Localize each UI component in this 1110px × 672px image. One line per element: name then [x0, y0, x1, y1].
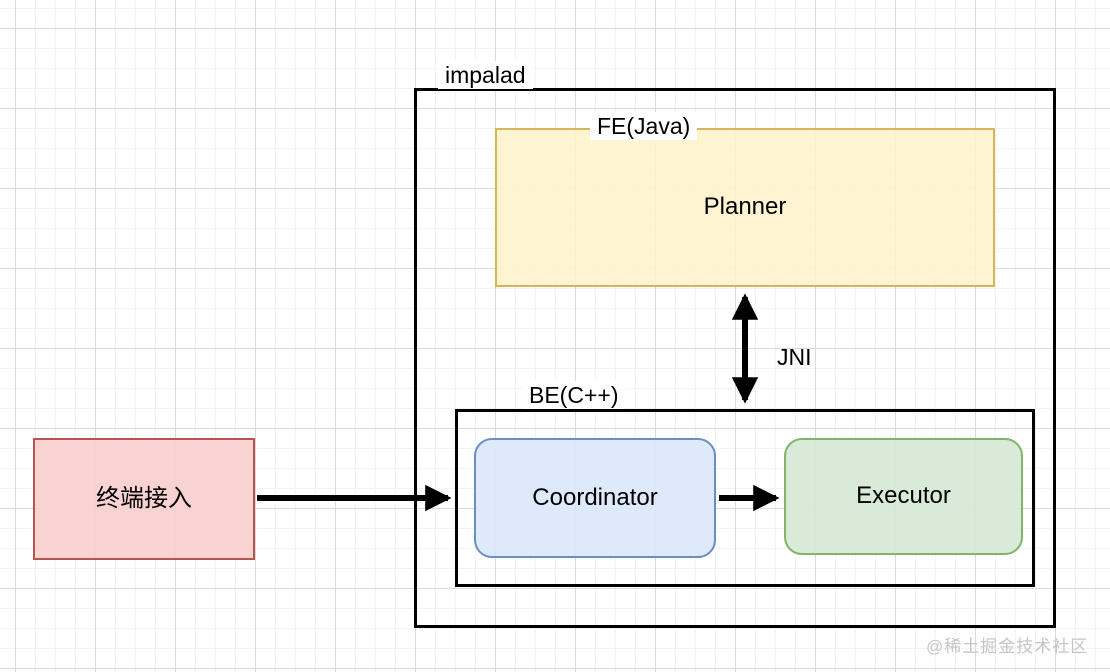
impalad-container-box	[414, 88, 1056, 628]
be-container-box	[455, 409, 1035, 587]
executor-label: Executor	[856, 482, 951, 510]
fe-planner-node: Planner	[495, 128, 995, 287]
jni-label: JNI	[777, 344, 812, 370]
be-group-label: BE(C++)	[522, 381, 626, 410]
executor-node: Executor	[784, 438, 1023, 555]
coordinator-node: Coordinator	[474, 438, 716, 558]
planner-label: Planner	[703, 193, 787, 221]
coordinator-label: Coordinator	[532, 483, 658, 511]
watermark-text: @稀土掘金技术社区	[926, 637, 1089, 656]
terminal-access-node: 终端接入	[33, 438, 255, 560]
fe-group-label: FE(Java)	[590, 112, 698, 141]
terminal-access-label: 终端接入	[96, 484, 192, 512]
impalad-label: impalad	[438, 61, 533, 90]
